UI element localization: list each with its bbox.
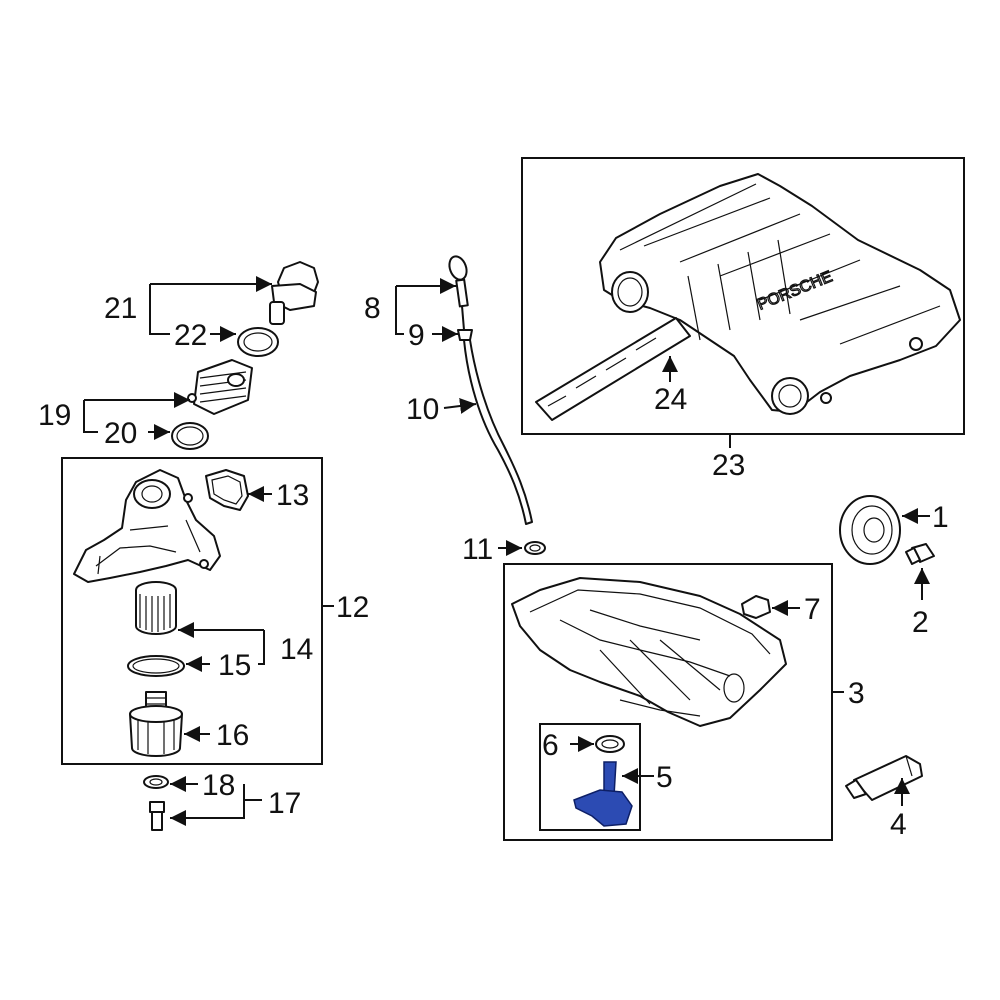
callout-24: 24: [654, 383, 687, 416]
dipstick-part[interactable]: [446, 254, 533, 525]
callout-12: 12: [336, 591, 369, 624]
callout-2: 2: [912, 606, 929, 639]
intake-manifold-part[interactable]: PORSCHE: [599, 173, 961, 415]
oil-cooler-part[interactable]: [187, 359, 253, 415]
oil-pan-part[interactable]: [511, 577, 787, 727]
seal-ring-6-part[interactable]: [595, 735, 625, 753]
callout-15: 15: [218, 649, 251, 682]
intake-gasket-24-part[interactable]: [535, 317, 691, 421]
seal-ring-22-part[interactable]: [237, 327, 279, 357]
callout-10: 10: [406, 393, 439, 426]
oil-level-sensor-part[interactable]: [573, 761, 633, 827]
box-intake-manifold-group: [521, 157, 965, 435]
box-oil-filter-housing-group: [61, 457, 323, 765]
callout-1: 1: [932, 501, 949, 534]
oil-filter-element-part[interactable]: [135, 581, 177, 635]
callout-9: 9: [408, 319, 425, 352]
callout-8: 8: [364, 292, 381, 325]
callout-21: 21: [104, 292, 137, 325]
callout-22: 22: [174, 319, 207, 352]
leader-lines: [83, 276, 930, 826]
callout-17: 17: [268, 787, 301, 820]
callout-18: 18: [202, 769, 235, 802]
oil-filter-cap-part[interactable]: [129, 691, 183, 757]
callout-23: 23: [712, 449, 745, 482]
callout-16: 16: [216, 719, 249, 752]
seal-ring-15-part[interactable]: [127, 655, 185, 677]
callout-7: 7: [804, 593, 821, 626]
seal-ring-11-part[interactable]: [524, 541, 546, 555]
drain-bolt-part[interactable]: [149, 801, 165, 831]
washer-18-part[interactable]: [143, 775, 169, 789]
callout-11: 11: [462, 533, 493, 566]
box-oil-pan-group: [503, 563, 833, 841]
callout-4: 4: [890, 808, 907, 841]
callout-19: 19: [38, 399, 71, 432]
callout-3: 3: [848, 677, 865, 710]
sealant-tube-part[interactable]: [845, 755, 923, 801]
callout-14: 14: [280, 633, 313, 666]
callout-20: 20: [104, 417, 137, 450]
seal-ring-20-part[interactable]: [171, 422, 209, 450]
oil-pressure-switch-part[interactable]: [269, 261, 319, 325]
oil-filter-housing-part[interactable]: [73, 469, 221, 583]
bolt-2-part[interactable]: [905, 543, 935, 565]
callout-6: 6: [542, 729, 559, 762]
pulley-part[interactable]: [839, 495, 901, 565]
callout-5: 5: [656, 761, 673, 794]
oil-pan-sender-7-part[interactable]: [741, 595, 771, 619]
gasket-13-part[interactable]: [205, 469, 249, 511]
callout-13: 13: [276, 479, 309, 512]
